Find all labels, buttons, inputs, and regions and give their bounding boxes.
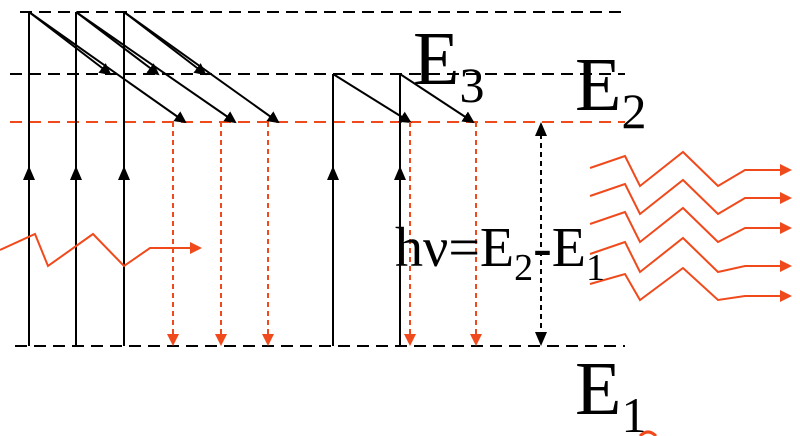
up-arrowhead-1: [23, 166, 35, 180]
output-wave-3: [589, 206, 792, 244]
emission-transitions: [167, 122, 482, 346]
e3-label: E3: [413, 17, 484, 113]
photon-energy-equation: hν=E2-E1: [395, 217, 605, 289]
e1-label: E1: [575, 347, 646, 436]
decay-1b: [28, 11, 187, 124]
up-arrowhead-2: [70, 166, 82, 180]
output-wave-1: [589, 150, 792, 188]
gap-arrowhead-top: [535, 122, 547, 136]
incoming-photon-wave: [0, 232, 202, 268]
decay-5: [399, 73, 475, 124]
output-wave-5: [589, 266, 792, 302]
e2-label: E2: [575, 43, 646, 139]
pump-transitions: [28, 12, 401, 346]
decay-2b: [75, 11, 237, 124]
output-wave-2: [589, 178, 792, 216]
decay-4: [332, 73, 412, 124]
output-wave-4: [589, 236, 792, 274]
up-arrowhead-4: [327, 166, 339, 180]
decay-transitions: [28, 11, 475, 124]
pump-arrowheads: [23, 166, 406, 180]
output-photon-waves: [589, 150, 792, 302]
decay-3b: [123, 11, 280, 124]
up-arrowhead-3: [118, 166, 130, 180]
up-arrowhead-5: [394, 166, 406, 180]
gap-arrowhead-bottom: [535, 332, 547, 346]
red-mark: [638, 430, 658, 436]
energy-gap-arrow: [535, 122, 547, 346]
